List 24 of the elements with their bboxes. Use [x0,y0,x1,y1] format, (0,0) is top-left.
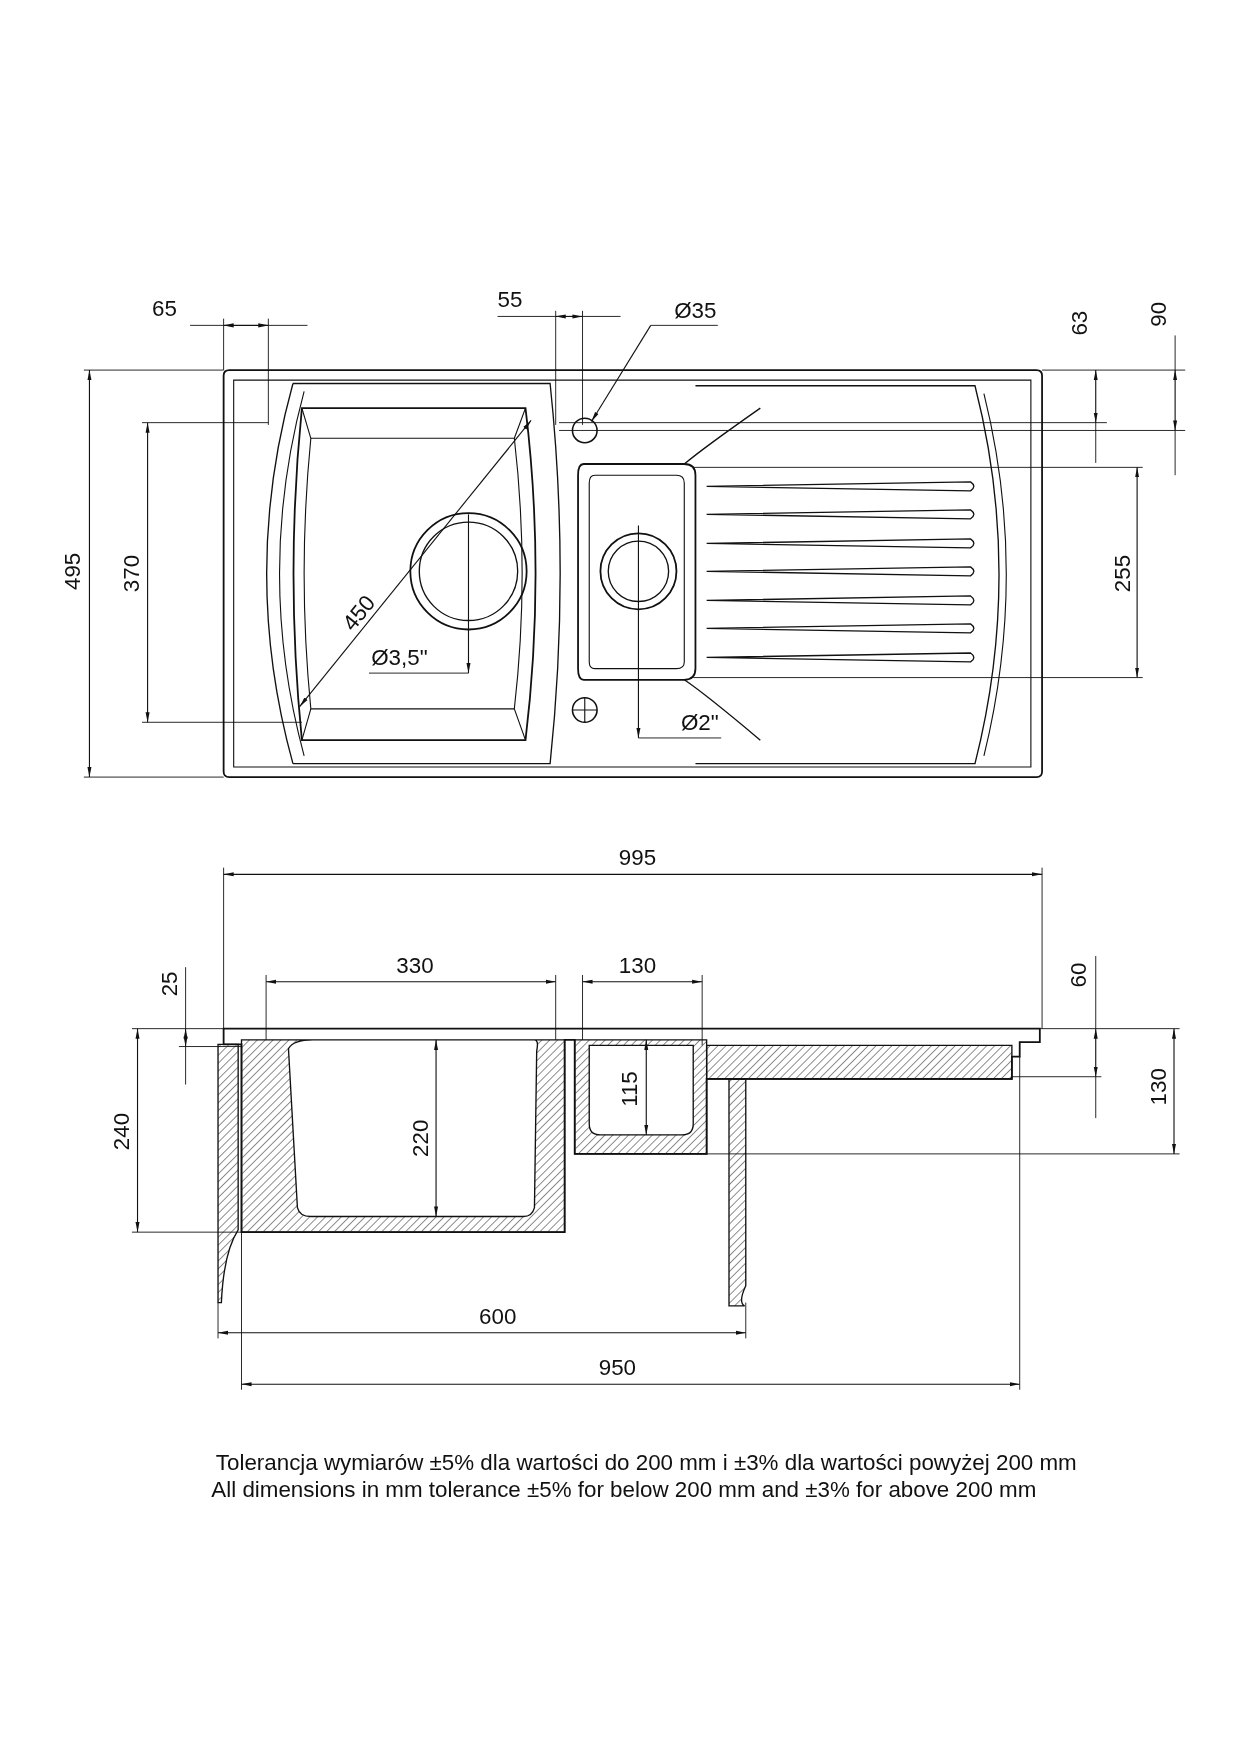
dimension-label: Ø35 [674,297,717,322]
note-text: All dimensions in mm tolerance ±5% for below 200 mm and ±3% for above 200 mm [211,1477,1037,1502]
dimension-label: 63 [1066,310,1092,336]
dimension-label: Ø2" [680,710,719,735]
dimension-label: 130 [618,952,657,978]
dimension-label: 995 [618,845,657,870]
dimension-label: 115 [617,1071,642,1107]
dimension-label: 220 [407,1119,432,1157]
dimension-label: 255 [1109,554,1134,593]
dimension-label: 55 [497,287,523,312]
dimension-label: 600 [479,1303,517,1329]
dimension-label: 450 [336,590,380,635]
dimension-label: 495 [59,552,85,590]
note-text: Tolerancja wymiarów ±5% dla wartości do 200 mm i ±3% dla wartości powyżej 200 mm [215,1450,1077,1475]
dimension-label: 65 [152,296,177,321]
dimension-label: 240 [108,1112,134,1151]
dimension-label: Ø3,5" [371,645,428,670]
dimension-label: 25 [156,971,182,997]
dimension-label: 330 [396,952,434,978]
dimension-label: 90 [1146,301,1171,327]
dimension-label: 60 [1065,962,1091,988]
dimension-label: 950 [598,1355,637,1380]
dimension-label: 130 [1145,1068,1170,1106]
dimension-label: 370 [118,554,144,593]
